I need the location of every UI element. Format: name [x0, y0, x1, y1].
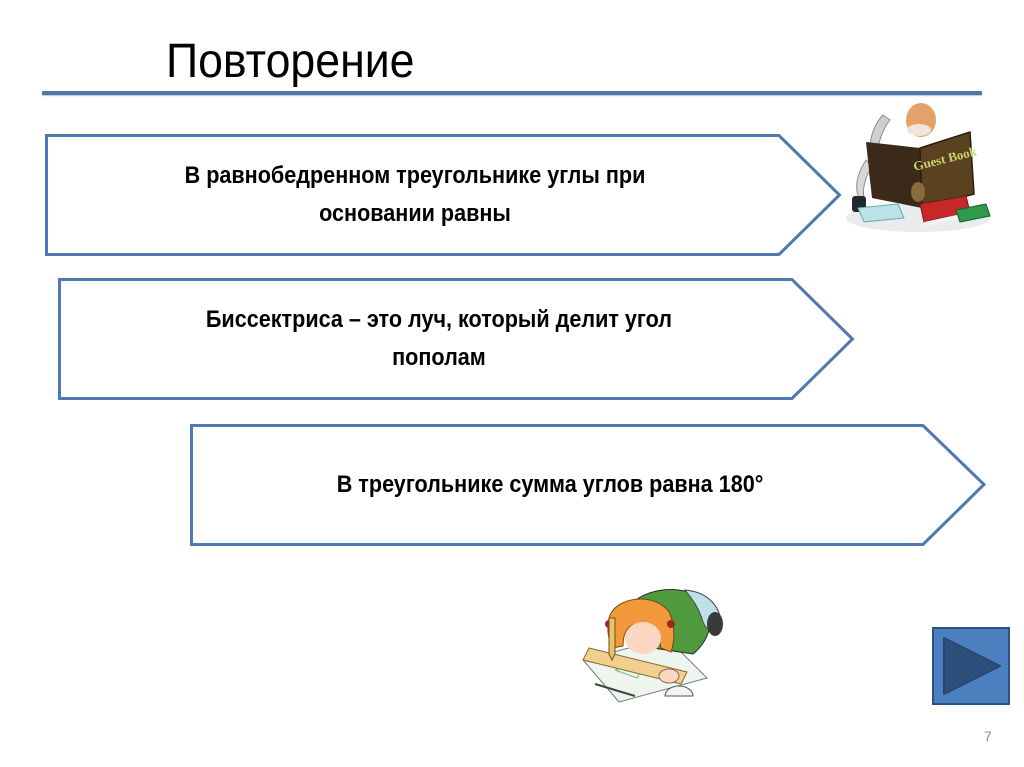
- chevron-shape-2: [58, 278, 855, 400]
- play-triangle-icon: [943, 637, 1001, 695]
- title-underline: [42, 91, 982, 95]
- chevron-shape-1: [45, 134, 842, 256]
- statement-3-line-1: В треугольнике сумма углов равна 180°: [336, 471, 764, 498]
- statement-text-3: В треугольнике сумма углов равна 180°: [190, 424, 910, 546]
- girl-drawing-image: [575, 578, 730, 708]
- next-slide-button[interactable]: [932, 627, 1010, 705]
- page-number: 7: [984, 728, 992, 744]
- girl-drawing-icon: [582, 589, 723, 703]
- statement-1-line-2: основании равны: [319, 200, 511, 227]
- slide-title: Повторение: [166, 35, 415, 88]
- guest-book-reader-icon: Guest Book: [846, 103, 991, 232]
- guest-book-reader-image: Guest Book: [838, 100, 993, 235]
- statement-text-1: В равнобедренном треугольнике углы при о…: [45, 134, 785, 256]
- statement-2-line-1: Биссектриса – это луч, который делит уго…: [205, 306, 673, 333]
- statement-1-line-1: В равнобедренном треугольнике углы при: [184, 162, 646, 189]
- statement-2-line-2: пополам: [392, 344, 486, 371]
- statement-chevron-3: В треугольнике сумма углов равна 180°: [190, 424, 987, 546]
- chevron-shape-3: [190, 424, 987, 546]
- statement-chevron-2: Биссектриса – это луч, который делит уго…: [58, 278, 855, 400]
- statement-chevron-1: В равнобедренном треугольнике углы при о…: [45, 134, 842, 256]
- statement-text-2: Биссектриса – это луч, который делит уго…: [58, 278, 820, 400]
